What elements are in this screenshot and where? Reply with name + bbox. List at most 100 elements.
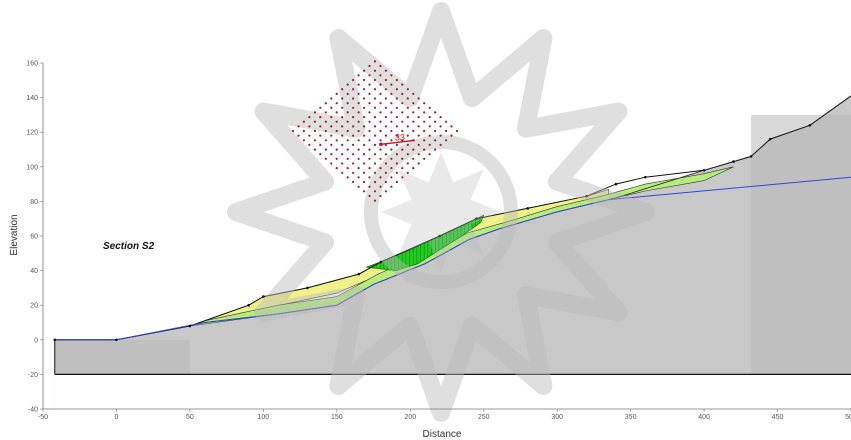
grid-point (373, 125, 377, 128)
grid-point (335, 92, 338, 95)
grid-point (313, 148, 316, 151)
y-tick-label: 80 (30, 199, 38, 206)
grid-point (412, 102, 415, 105)
grid-point (390, 74, 393, 77)
grid-point (319, 106, 322, 109)
y-tick-label: 20 (30, 303, 38, 310)
grid-point (324, 139, 327, 142)
ground-body (54, 95, 851, 409)
y-tick-label: -40 (28, 407, 38, 414)
grid-point (363, 125, 366, 128)
grid-point (395, 162, 398, 165)
vertex (379, 260, 383, 264)
fos-label: 33 (395, 132, 405, 142)
grid-point (335, 148, 338, 151)
grid-point (319, 143, 322, 146)
grid-point (297, 134, 300, 137)
x-tick-label: 100 (258, 414, 270, 421)
grid-point (390, 157, 393, 160)
section-label: Section S2 (103, 241, 155, 252)
grid-point (390, 185, 393, 188)
grid-point (335, 129, 338, 133)
grid-point (406, 162, 409, 165)
grid-point (335, 111, 338, 114)
grid-point (341, 106, 344, 109)
grid-point (428, 125, 431, 128)
x-tick-label: -50 (38, 414, 48, 421)
grid-point (313, 129, 316, 133)
grid-point (379, 120, 382, 123)
grid-point (406, 143, 409, 146)
grid-point (330, 134, 333, 137)
vertex (53, 338, 57, 342)
grid-point (434, 139, 437, 142)
grid-point (352, 143, 355, 146)
y-tick-label: 60 (30, 234, 38, 241)
grid-point (319, 116, 322, 119)
grid-point (357, 176, 360, 179)
grid-point (363, 69, 366, 72)
vertex (732, 160, 735, 163)
grid-point (335, 102, 338, 105)
grid-point (368, 64, 371, 68)
grid-point (324, 148, 327, 151)
grid-point (363, 180, 366, 184)
grid-point (330, 162, 333, 165)
grid-point (395, 180, 398, 184)
grid-point (368, 83, 371, 86)
grid-point (406, 125, 409, 128)
grid-point (330, 116, 333, 119)
grid-point (346, 148, 349, 151)
grid-point (346, 92, 349, 95)
grid-point (390, 111, 393, 114)
grid-point (434, 129, 437, 133)
grid-point (302, 129, 305, 133)
grid-point (335, 139, 338, 142)
grid-point (412, 92, 415, 95)
grid-point (341, 116, 344, 119)
axes: -50050100150200250300350400450500-40-200… (26, 61, 851, 421)
grid-point (324, 157, 327, 160)
grid-point (384, 88, 387, 91)
x-tick-label: 350 (625, 414, 637, 421)
grid-point (357, 139, 360, 142)
grid-point (373, 153, 377, 156)
grid-point (313, 120, 316, 123)
y-tick-label: 100 (26, 164, 38, 171)
ground-shade-left (54, 339, 190, 375)
grid-point (417, 116, 420, 119)
grid-point (434, 148, 437, 151)
grid-point (357, 74, 360, 77)
grid-point (401, 120, 404, 123)
grid-point (346, 176, 349, 179)
grid-point (423, 111, 426, 114)
grid-point (330, 153, 333, 156)
grid-point (297, 125, 300, 128)
grid-point (352, 125, 355, 128)
fos-indicator-line (380, 139, 415, 146)
grid-point (373, 116, 377, 119)
grid-point (450, 125, 453, 128)
grid-point (384, 116, 387, 119)
grid-point (401, 157, 404, 160)
grid-point (379, 167, 382, 170)
grid-point (428, 134, 431, 137)
watermark-star (227, 2, 655, 422)
grid-point (373, 97, 377, 100)
grid-point (363, 116, 366, 119)
grid-point (384, 69, 387, 72)
grid-point (401, 148, 404, 151)
y-axis-title: Elevation (9, 214, 20, 255)
grid-point (324, 120, 327, 123)
grid-point (373, 60, 377, 63)
grid-point (308, 125, 311, 128)
profile-vertices (53, 123, 812, 342)
vertex (188, 324, 192, 328)
grid-point (445, 129, 448, 133)
grid-point (417, 143, 420, 146)
x-tick-label: 400 (698, 414, 710, 421)
grid-point (439, 125, 442, 128)
grid-point (379, 92, 382, 95)
grid-point (423, 148, 426, 151)
grid-point (363, 134, 366, 137)
